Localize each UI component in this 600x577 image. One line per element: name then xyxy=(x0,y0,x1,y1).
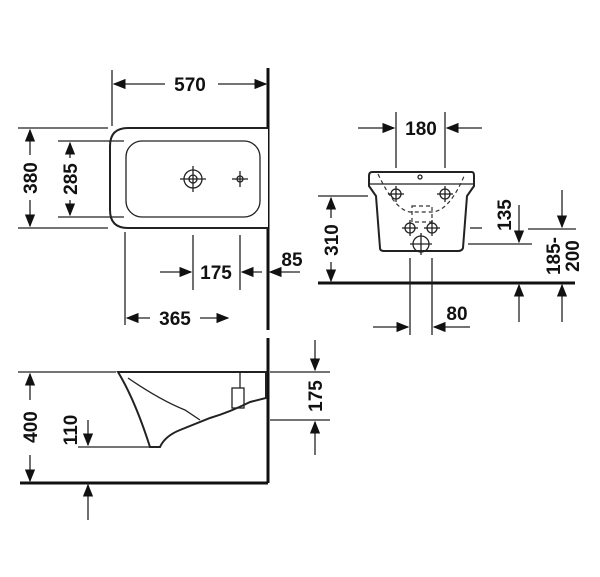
dim-200-line2: 200 xyxy=(563,240,584,272)
dim-185-line1: 185- xyxy=(544,237,565,275)
dim-85: 85 xyxy=(281,250,303,271)
dim-175: 175 xyxy=(200,263,232,284)
dim-110: 110 xyxy=(61,415,82,446)
dim-365: 365 xyxy=(159,309,191,330)
dim-285: 285 xyxy=(61,163,82,195)
dim-80: 80 xyxy=(446,304,467,325)
bowl-outline xyxy=(125,140,261,218)
siphon xyxy=(231,387,245,409)
dim-135: 135 xyxy=(495,199,516,231)
bidet-side-outline xyxy=(116,371,267,448)
dim-400: 400 xyxy=(21,411,42,443)
dim-380: 380 xyxy=(21,162,42,194)
bidet-front-outline xyxy=(368,171,475,252)
side-view: 400 110 175 xyxy=(18,338,330,520)
dim-180: 180 xyxy=(405,119,437,140)
dim-175-side: 175 xyxy=(306,380,327,412)
dim-570: 570 xyxy=(174,75,206,96)
dim-310: 310 xyxy=(322,224,343,256)
top-view: 570 380 285 175 85 365 xyxy=(18,68,303,330)
front-view: 180 310 135 185- 200 80 xyxy=(318,112,584,335)
